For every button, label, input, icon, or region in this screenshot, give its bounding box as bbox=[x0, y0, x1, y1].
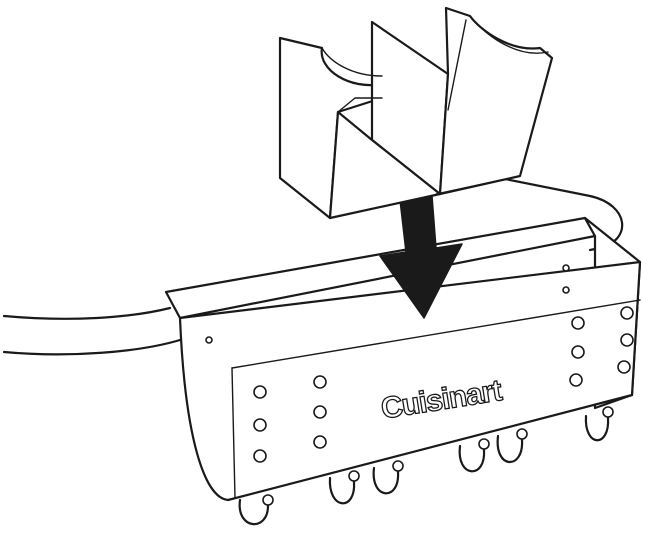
rivet-top bbox=[562, 264, 570, 272]
hook-ball bbox=[348, 470, 360, 482]
hole bbox=[620, 306, 634, 320]
divider-insert bbox=[278, 6, 554, 220]
hole bbox=[617, 360, 631, 374]
hole bbox=[253, 449, 267, 463]
hole bbox=[313, 405, 327, 419]
hook bbox=[496, 434, 524, 464]
hook-ball bbox=[392, 460, 404, 472]
hole bbox=[569, 373, 583, 387]
hole bbox=[253, 418, 267, 432]
hook-ball bbox=[516, 428, 528, 440]
hook bbox=[372, 466, 400, 495]
front-holes bbox=[253, 306, 634, 463]
rivet-bottom bbox=[562, 286, 570, 294]
hole bbox=[313, 435, 327, 449]
hook bbox=[328, 476, 356, 505]
hole bbox=[253, 385, 267, 399]
hook bbox=[458, 444, 486, 473]
hook-ball bbox=[262, 494, 274, 506]
hooks bbox=[238, 406, 614, 526]
hook-ball bbox=[478, 438, 490, 450]
hole bbox=[620, 333, 634, 347]
hole bbox=[313, 375, 327, 389]
down-arrow-icon bbox=[379, 195, 463, 319]
hole bbox=[571, 316, 585, 330]
hook bbox=[584, 414, 610, 442]
hook-ball bbox=[602, 406, 614, 418]
tool-holder-bin bbox=[164, 216, 642, 502]
rivet-left bbox=[205, 336, 213, 344]
hole bbox=[571, 345, 585, 359]
hook bbox=[238, 498, 270, 526]
